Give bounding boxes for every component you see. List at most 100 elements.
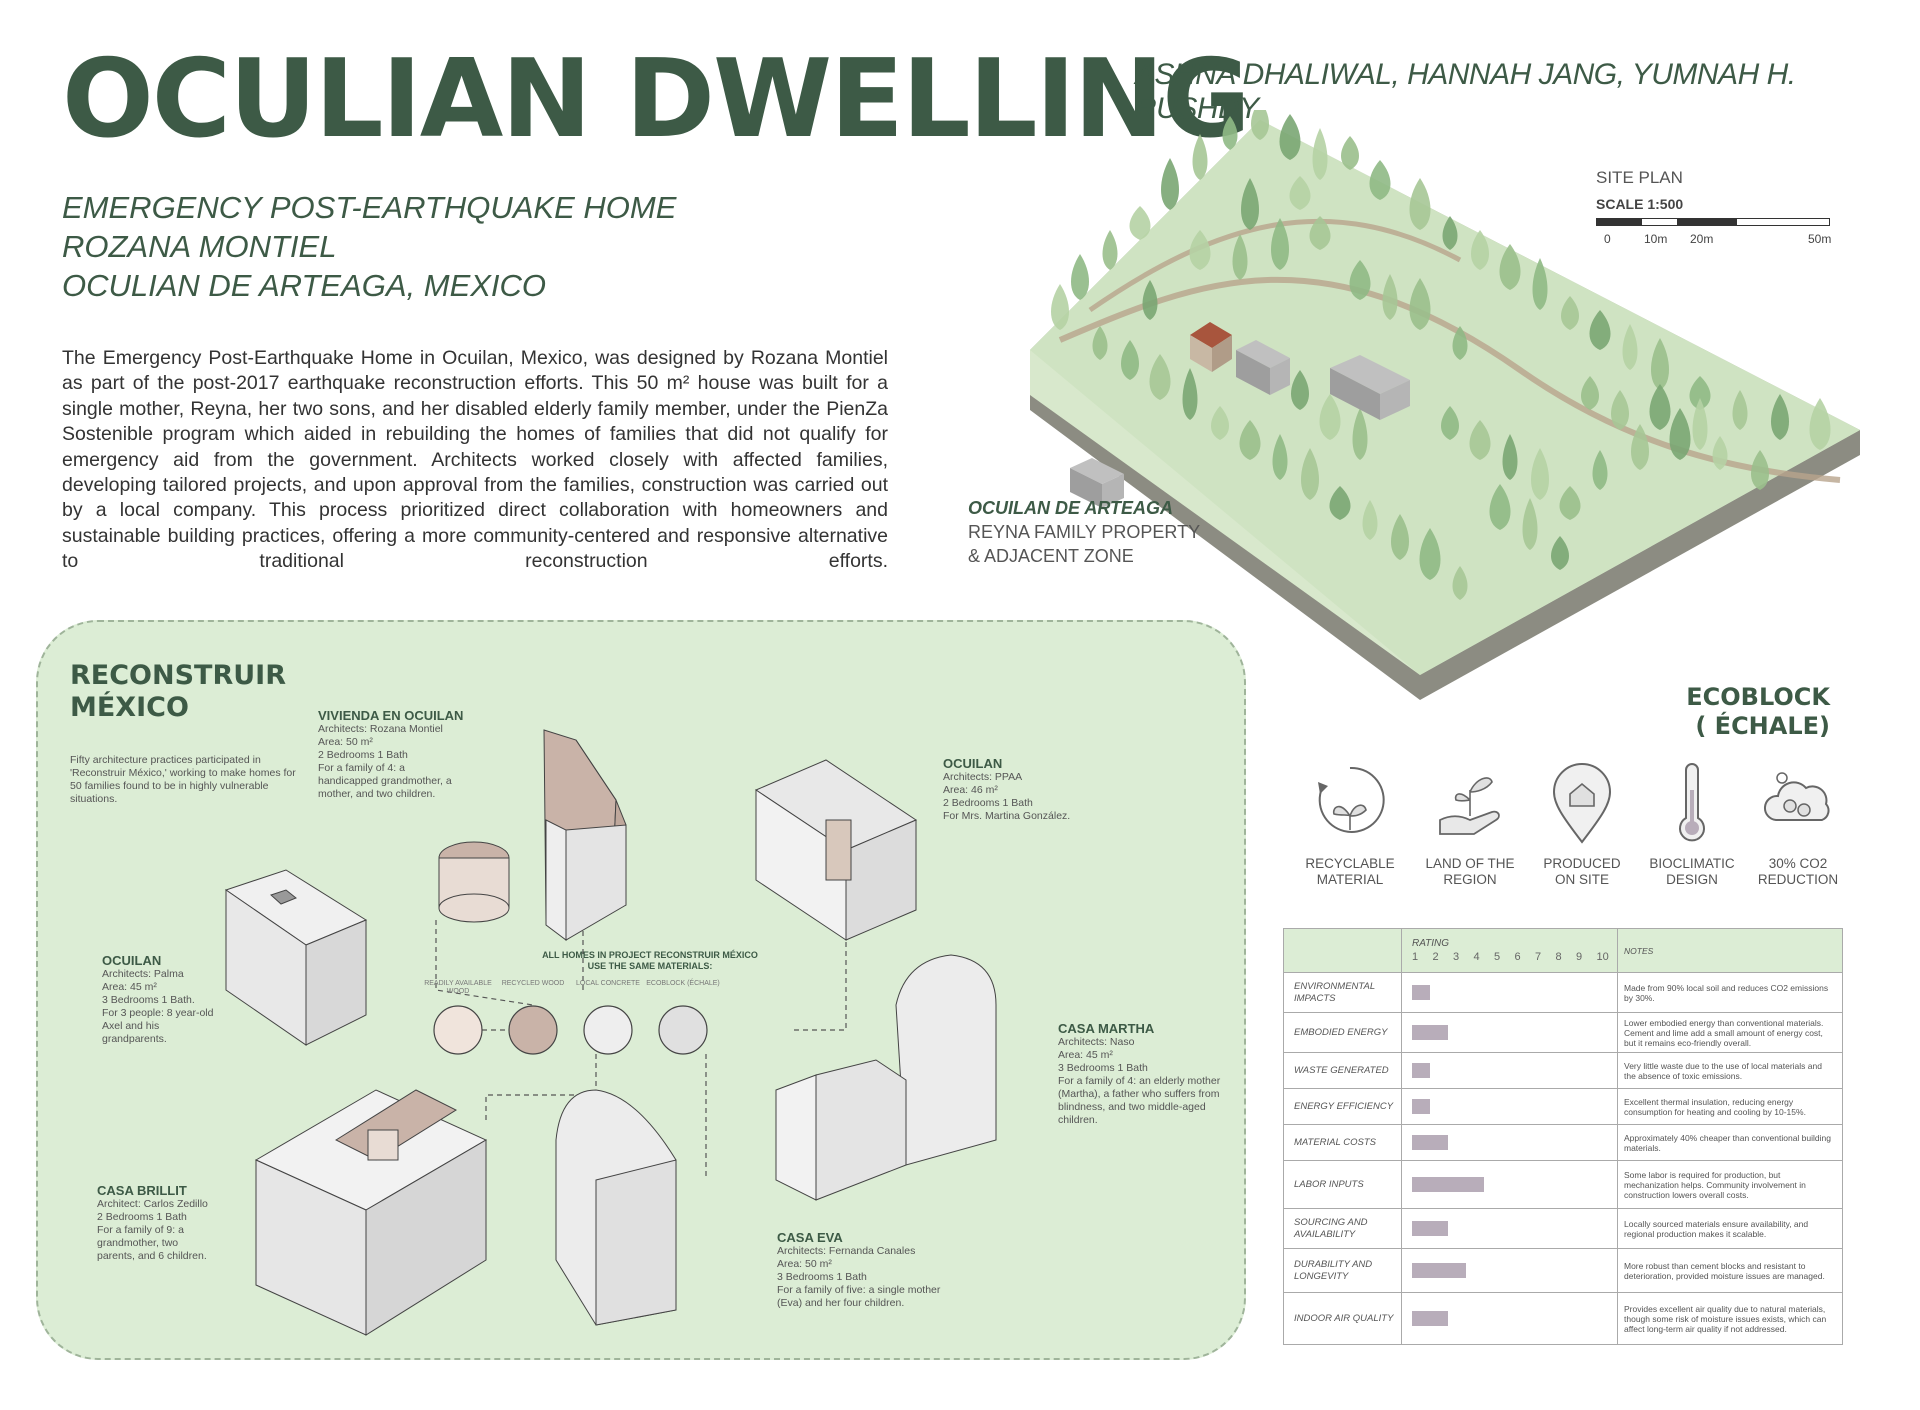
feature-label: ON SITE bbox=[1554, 872, 1609, 887]
tree bbox=[1651, 338, 1669, 390]
rating-bar bbox=[1412, 1135, 1448, 1150]
house-detail: handicapped grandmother, a bbox=[318, 775, 452, 787]
buildings bbox=[1070, 322, 1410, 508]
feature-label: MATERIAL bbox=[1316, 872, 1384, 887]
ecoblock-title-line: ECOBLOCK bbox=[1686, 683, 1830, 711]
house-detail: For a family of five: a single mother bbox=[777, 1284, 941, 1296]
tree bbox=[1751, 450, 1769, 490]
site-caption-line: & ADJACENT ZONE bbox=[968, 546, 1134, 566]
site-plan-illustration bbox=[1030, 110, 1860, 700]
tree bbox=[1522, 498, 1538, 550]
tree bbox=[1732, 390, 1748, 430]
hand-plant-icon bbox=[1439, 777, 1500, 835]
feature-label: RECYCLABLE bbox=[1305, 856, 1395, 871]
tree bbox=[1499, 244, 1521, 290]
tree bbox=[1592, 450, 1608, 490]
feature-bioclimatic: BIOCLIMATIC DESIGN bbox=[1632, 760, 1752, 888]
subtitle: EMERGENCY POST-EARTHQUAKE HOME ROZANA MO… bbox=[62, 188, 676, 305]
criterion-label: AVAILABILITY bbox=[1294, 1228, 1356, 1240]
criterion-cell: WASTE GENERATED bbox=[1283, 1052, 1402, 1089]
criterion-label: LABOR INPUTS bbox=[1294, 1178, 1364, 1190]
rating-cell bbox=[1401, 1208, 1618, 1249]
scale-tick: 1 bbox=[1412, 951, 1419, 963]
scale-tick: 8 bbox=[1555, 951, 1562, 963]
house-ocuilan-ppaa bbox=[754, 759, 918, 941]
house-detail: Architects: Fernanda Canales bbox=[777, 1245, 916, 1257]
note-cell: Lower embodied energy than conventional … bbox=[1617, 1012, 1843, 1053]
tree bbox=[1092, 326, 1108, 360]
tree bbox=[1471, 230, 1489, 270]
feature-label: PRODUCED bbox=[1543, 856, 1621, 871]
house-vivienda-en-ocuilan bbox=[438, 729, 627, 941]
scale-mark: 10m bbox=[1644, 232, 1668, 246]
note-cell: Some labor is required for production, b… bbox=[1617, 1160, 1843, 1209]
tree bbox=[1222, 116, 1238, 150]
tree bbox=[1291, 370, 1309, 410]
house-info-vivienda: VIVIENDA EN OCUILAN Architects: Rozana M… bbox=[318, 709, 463, 801]
tree bbox=[1301, 448, 1319, 500]
tree bbox=[1409, 278, 1431, 330]
site-plan-label: SITE PLAN bbox=[1596, 168, 1683, 187]
materials-heading: ALL HOMES IN PROJECT RECONSTRUIR MÉXICO … bbox=[520, 950, 780, 972]
house-info-casa-brillit: CASA BRILLIT Architect: Carlos Zedillo 2… bbox=[97, 1184, 208, 1263]
tree bbox=[1129, 206, 1151, 240]
house-detail: For 3 people: 8 year-old bbox=[102, 1007, 214, 1019]
tree bbox=[1712, 436, 1728, 470]
tree bbox=[1441, 406, 1459, 440]
rating-cell bbox=[1401, 1088, 1618, 1125]
house-detail: children. bbox=[1058, 1114, 1098, 1126]
tree bbox=[1551, 536, 1569, 570]
ecoblock-title: ECOBLOCK ( ÉCHALE) bbox=[1620, 683, 1830, 741]
reconstruir-title: RECONSTRUIR MÉXICO bbox=[70, 660, 286, 724]
thermometer-icon bbox=[1679, 763, 1705, 842]
scale-tick: 7 bbox=[1535, 951, 1542, 963]
rating-bar bbox=[1412, 1025, 1448, 1040]
tree bbox=[1329, 486, 1351, 520]
scale-mark: 0 bbox=[1604, 232, 1611, 246]
house-ocuilan-palma bbox=[224, 869, 368, 1046]
tree bbox=[1692, 398, 1708, 450]
feature-label: LAND OF THE bbox=[1425, 856, 1515, 871]
tree bbox=[1581, 376, 1599, 410]
house-name: OCUILAN bbox=[102, 953, 162, 968]
tree bbox=[1149, 354, 1171, 400]
scale-tick: 3 bbox=[1453, 951, 1460, 963]
criterion-cell: ENERGY EFFICIENCY bbox=[1283, 1088, 1402, 1125]
rating-cell bbox=[1401, 1124, 1618, 1161]
rating-cell bbox=[1401, 1248, 1618, 1293]
feature-on-site: PRODUCED ON SITE bbox=[1522, 760, 1642, 888]
feature-label: REDUCTION bbox=[1757, 872, 1839, 887]
reconstruir-intro: Fifty architecture practices participate… bbox=[70, 754, 296, 805]
ecoblock-ratings-table: RATING 1 2 3 4 5 6 7 8 9 10 NOTES ENVIRO… bbox=[1283, 928, 1843, 1345]
tree bbox=[1319, 394, 1341, 440]
criterion-label: DURABILITY AND bbox=[1294, 1258, 1373, 1270]
criterion-label: EMBODIED ENERGY bbox=[1294, 1026, 1388, 1038]
rating-header: RATING bbox=[1412, 938, 1450, 949]
rating-cell bbox=[1401, 1012, 1618, 1053]
criterion-label: SOURCING AND bbox=[1294, 1216, 1368, 1228]
criterion-cell: LABOR INPUTS bbox=[1283, 1160, 1402, 1209]
subtitle-line: OCULIAN DE ARTEAGA, MEXICO bbox=[62, 268, 547, 303]
tree bbox=[1271, 218, 1289, 270]
rating-bar bbox=[1412, 1221, 1448, 1236]
tree bbox=[1452, 566, 1468, 600]
location-home-icon bbox=[1552, 763, 1612, 844]
scale-tick: 9 bbox=[1576, 951, 1583, 963]
scale-tick: 4 bbox=[1473, 951, 1480, 963]
material-swatches bbox=[433, 1005, 708, 1055]
tree bbox=[1189, 230, 1211, 270]
house-detail: 2 Bedrooms 1 Bath bbox=[97, 1211, 187, 1223]
house-detail: parents, and 6 children. bbox=[97, 1250, 207, 1262]
rating-cell bbox=[1401, 1160, 1618, 1209]
tree bbox=[1251, 110, 1269, 140]
tree bbox=[1241, 178, 1259, 230]
rating-bar bbox=[1412, 1063, 1430, 1078]
house-name: CASA EVA bbox=[777, 1230, 843, 1245]
house-detail: For a family of 9: a bbox=[97, 1224, 184, 1236]
house-detail: Area: 46 m² bbox=[943, 784, 998, 796]
house-detail: Architects: PPAA bbox=[943, 771, 1023, 783]
tree bbox=[1669, 408, 1691, 460]
